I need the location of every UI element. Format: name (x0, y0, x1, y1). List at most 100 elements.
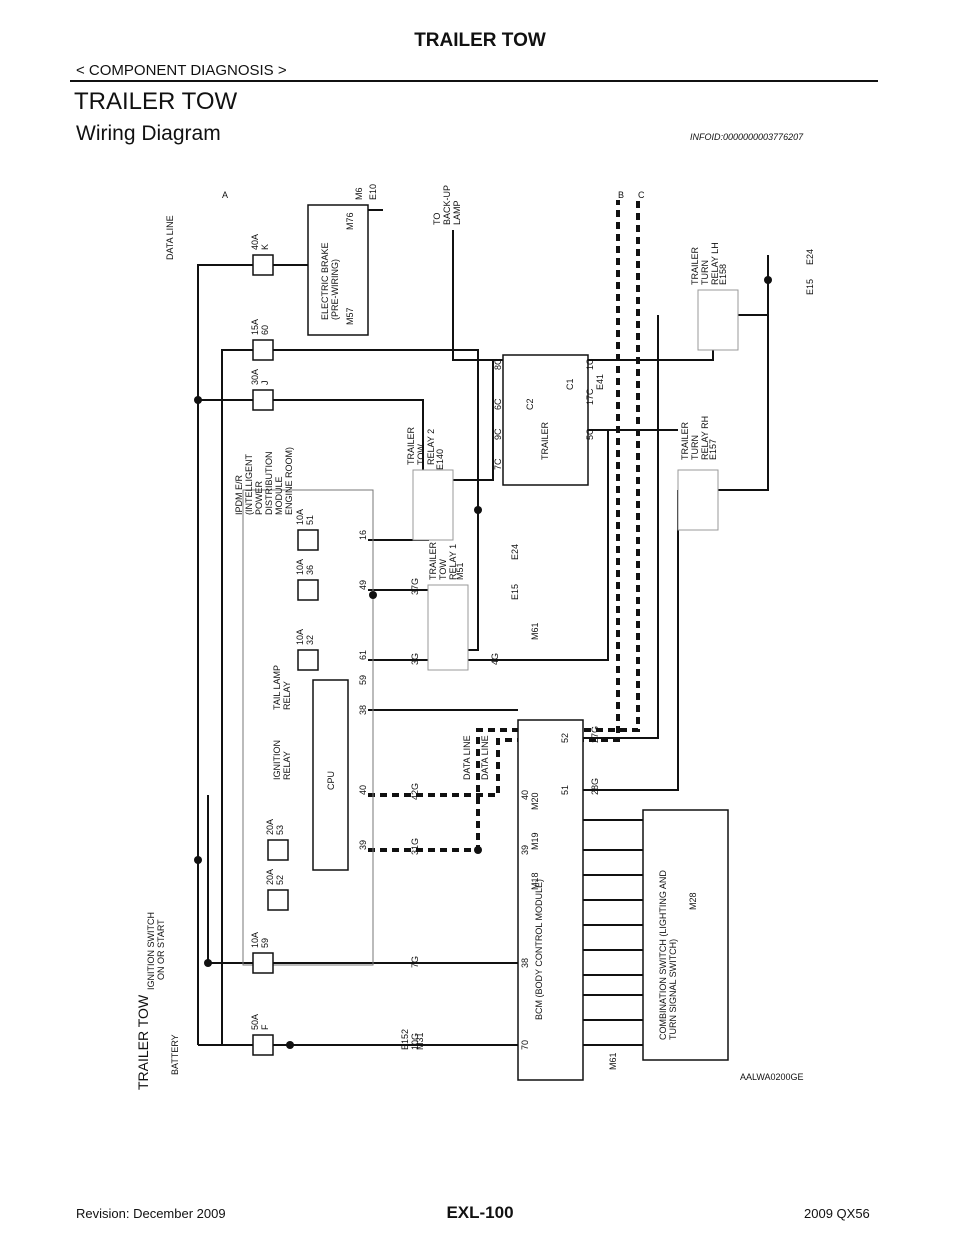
junction-dot (764, 276, 772, 284)
relay2-box (412, 469, 454, 541)
ipdm-label-3: POWER (254, 480, 264, 515)
fuse-id: 32 (305, 635, 315, 645)
pin-number: 7C (493, 458, 503, 470)
marker-a: A (222, 190, 228, 200)
wire-bcm-51 (578, 490, 679, 791)
data-line-2 (368, 200, 640, 852)
ipdm-label-5: MODULE (274, 476, 284, 515)
fuse-id: 59 (260, 938, 270, 948)
relay-rh-label-3: RELAY RH (700, 416, 710, 460)
pin-number: 70 (520, 1040, 530, 1050)
pin-number: 10G (410, 1033, 420, 1050)
relay1-label-2: TOW (438, 559, 448, 580)
connector-tag: C1 (565, 378, 575, 390)
ipdm-label: IPDM E/R (234, 474, 244, 515)
footer-revision: Revision: December 2009 (76, 1206, 226, 1221)
fuse-label: 15A (250, 319, 260, 335)
ipdm-label-4: DISTRIBUTION (264, 451, 274, 515)
fuse-label: 50A (250, 1014, 260, 1030)
fuse-30a (252, 389, 274, 411)
ipdm-label-2: (INTELLIGENT (244, 453, 254, 515)
pin-number: 4G (490, 653, 500, 665)
marker-b: B (618, 190, 624, 200)
wiring-diagram-svg: TRAILER TOW DATA LINE BATTERY IGNITION S… (135, 184, 815, 1090)
fuse-id: 51 (305, 515, 315, 525)
subsection-title: Wiring Diagram (76, 122, 221, 145)
junction-dot (474, 846, 482, 854)
fuse-id: 52 (275, 875, 285, 885)
relay1-label: TRAILER (428, 541, 438, 580)
pin-number: 5C (585, 428, 595, 440)
junction-dot (204, 959, 212, 967)
connector-tag: M6 (354, 187, 364, 200)
fuse-id: J (260, 381, 270, 386)
ground-tag: E15 (510, 584, 520, 600)
connector-tag: E152 (400, 1029, 410, 1050)
tail-lamp-relay-sub-label: RELAY (282, 681, 292, 710)
wiring-diagram: TRAILER TOW DATA LINE BATTERY IGNITION S… (118, 170, 838, 1095)
relay-rh-box (677, 469, 719, 531)
data-line-label-2: DATA LINE (480, 735, 490, 780)
side-title: TRAILER TOW (135, 994, 151, 1090)
relay1-label-3: RELAY 1 (448, 544, 458, 580)
pin-number: 1C (585, 358, 595, 370)
ground-tag: E24 (510, 544, 520, 560)
relay-lh-box (697, 289, 739, 351)
junction-dot (286, 1041, 294, 1049)
battery-label: BATTERY (170, 1034, 180, 1075)
connector-tag: M19 (530, 832, 540, 850)
ignition-switch-label: IGNITION SWITCH (146, 912, 156, 990)
ignition-relay-sub-label: RELAY (282, 751, 292, 780)
marker-c: C (638, 190, 645, 200)
connector-tag: E158 (718, 264, 728, 285)
relay1-box (427, 584, 469, 671)
pin-number: 49 (358, 580, 368, 590)
connector-tag: M51 (455, 562, 465, 580)
combination-switch-label: COMBINATION SWITCH (LIGHTING AND (658, 870, 668, 1040)
electric-brake-label: ELECTRIC BRAKE (320, 242, 330, 320)
ground-tag: E24 (805, 249, 815, 265)
combination-switch-sub-label: TURN SIGNAL SWITCH) (668, 939, 678, 1040)
pin-number: 8C (493, 358, 503, 370)
wire-rh-ground (718, 280, 769, 491)
backup-lamp-label: TO (432, 213, 442, 225)
ground-tag: M61 (530, 622, 540, 640)
fuse-id: F (260, 1024, 270, 1030)
connector-tag: M18 (530, 872, 540, 890)
pin-number: 31G (410, 838, 420, 855)
cpu-box (312, 679, 349, 871)
pin-number: 52 (560, 733, 570, 743)
relay-rh-label: TRAILER (680, 421, 690, 460)
fuse-10a-59 (252, 952, 274, 974)
fuse-label: 40A (250, 234, 260, 250)
combination-switch-box (642, 809, 729, 1061)
wire-left-vertical (197, 264, 258, 1045)
relay2-label-3: RELAY 2 (426, 429, 436, 465)
relay-lh-label-2: TURN (700, 260, 710, 285)
fuse-10a-36 (297, 579, 319, 601)
connector-tag: M57 (345, 307, 355, 325)
pin-number: 40 (520, 790, 530, 800)
connector-tag: E41 (595, 374, 605, 390)
relay2-label: TRAILER (406, 426, 416, 465)
fuse-label: 10A (295, 509, 305, 525)
fuse-label: 10A (250, 932, 260, 948)
bcm-label: BCM (BODY CONTROL MODULE) (534, 879, 544, 1020)
pin-number: 37G (410, 578, 420, 595)
data-line-1 (368, 200, 620, 797)
fuse-label: 30A (250, 369, 260, 385)
wire-combo-bus (578, 819, 648, 1046)
pin-number: 16 (358, 530, 368, 540)
cpu-label: CPU (326, 771, 336, 790)
fuse-label: 10A (295, 559, 305, 575)
breadcrumb: < COMPONENT DIAGNOSIS > (76, 62, 287, 79)
backup-lamp-label-2: BACK-UP (442, 185, 452, 225)
section-title: TRAILER TOW (74, 88, 238, 115)
info-id: INFOID:0000000003776207 (690, 132, 804, 142)
wire-trailer-backup (452, 230, 508, 361)
trailer-label: TRAILER (540, 421, 550, 460)
fuse-10a-32 (297, 649, 319, 671)
fuse-label: 10A (295, 629, 305, 645)
electric-brake-box (307, 204, 369, 336)
footer-page-number: EXL-100 (446, 1203, 514, 1222)
